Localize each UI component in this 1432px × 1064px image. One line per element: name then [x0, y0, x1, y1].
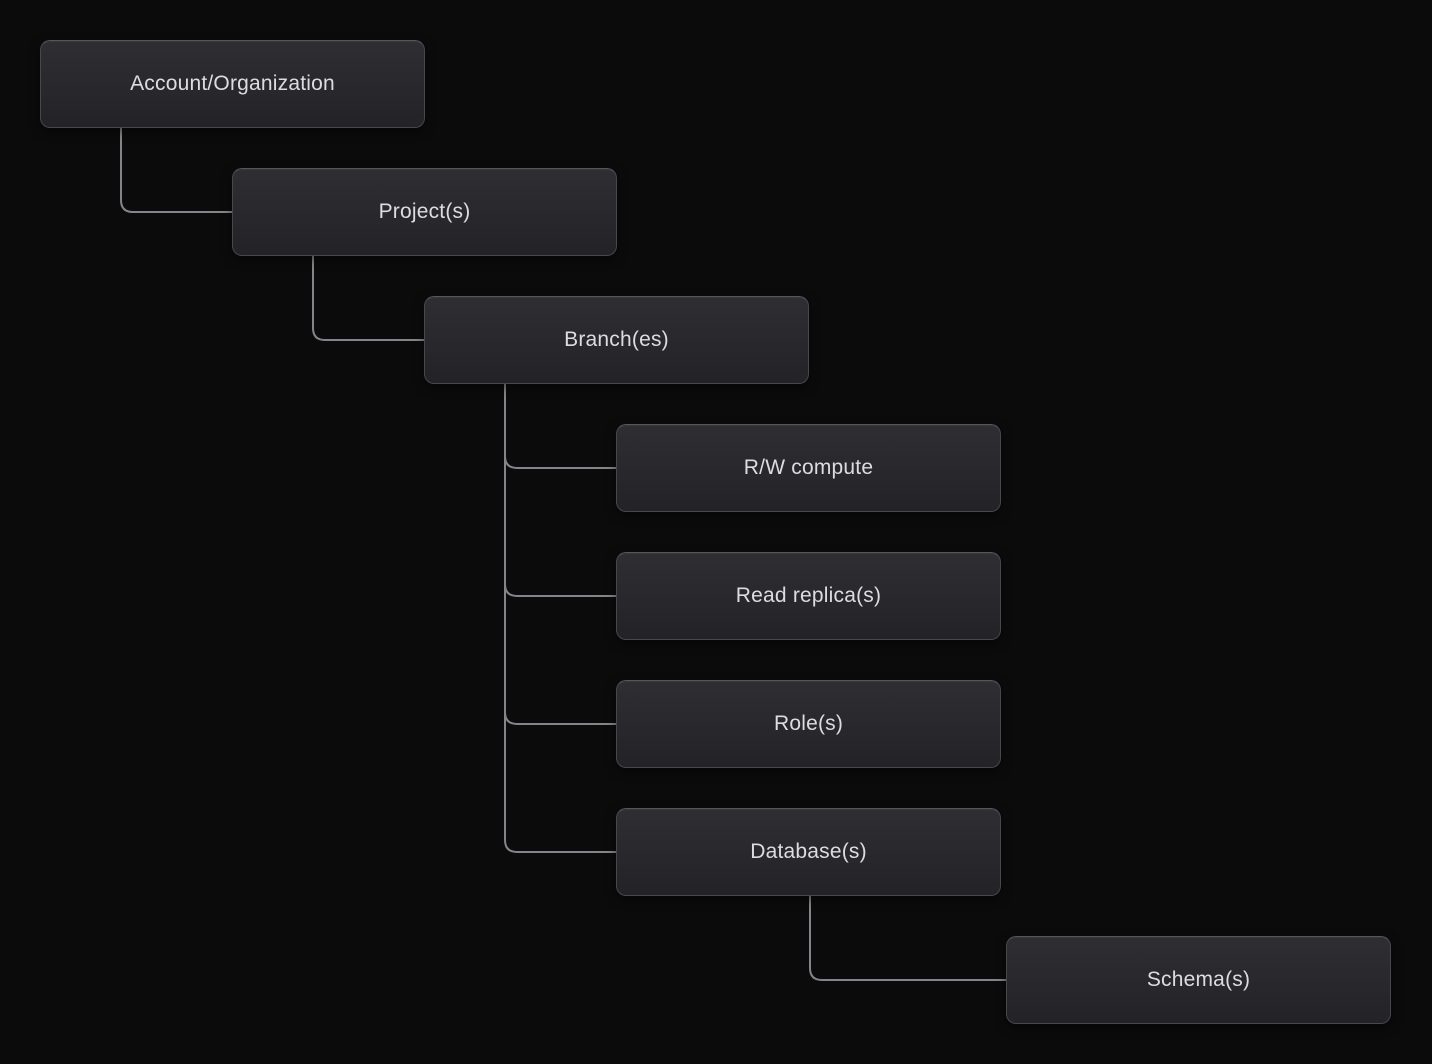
connector-account-projects [120, 128, 232, 213]
node-label: Schema(s) [1146, 968, 1251, 991]
connector-branches-rw-compute [504, 384, 616, 469]
node-roles: Role(s) [616, 680, 1001, 768]
connector-branches-roles [504, 384, 616, 725]
node-account-organization: Account/Organization [40, 40, 425, 128]
node-rw-compute: R/W compute [616, 424, 1001, 512]
connector-projects-branches [312, 256, 424, 341]
node-databases: Database(s) [616, 808, 1001, 896]
node-read-replicas: Read replica(s) [616, 552, 1001, 640]
node-label: Read replica(s) [735, 584, 882, 607]
connector-branches-read-replicas [504, 384, 616, 597]
node-label: Role(s) [773, 712, 844, 735]
connector-branches-databases [504, 384, 616, 853]
node-label: Account/Organization [130, 72, 335, 95]
connector-databases-schemas [809, 896, 1006, 981]
node-label: R/W compute [743, 456, 874, 479]
node-label: Branch(es) [564, 328, 669, 351]
node-label: Project(s) [378, 200, 471, 223]
node-label: Database(s) [750, 840, 867, 863]
node-schemas: Schema(s) [1006, 936, 1391, 1024]
node-branches: Branch(es) [424, 296, 809, 384]
node-projects: Project(s) [232, 168, 617, 256]
